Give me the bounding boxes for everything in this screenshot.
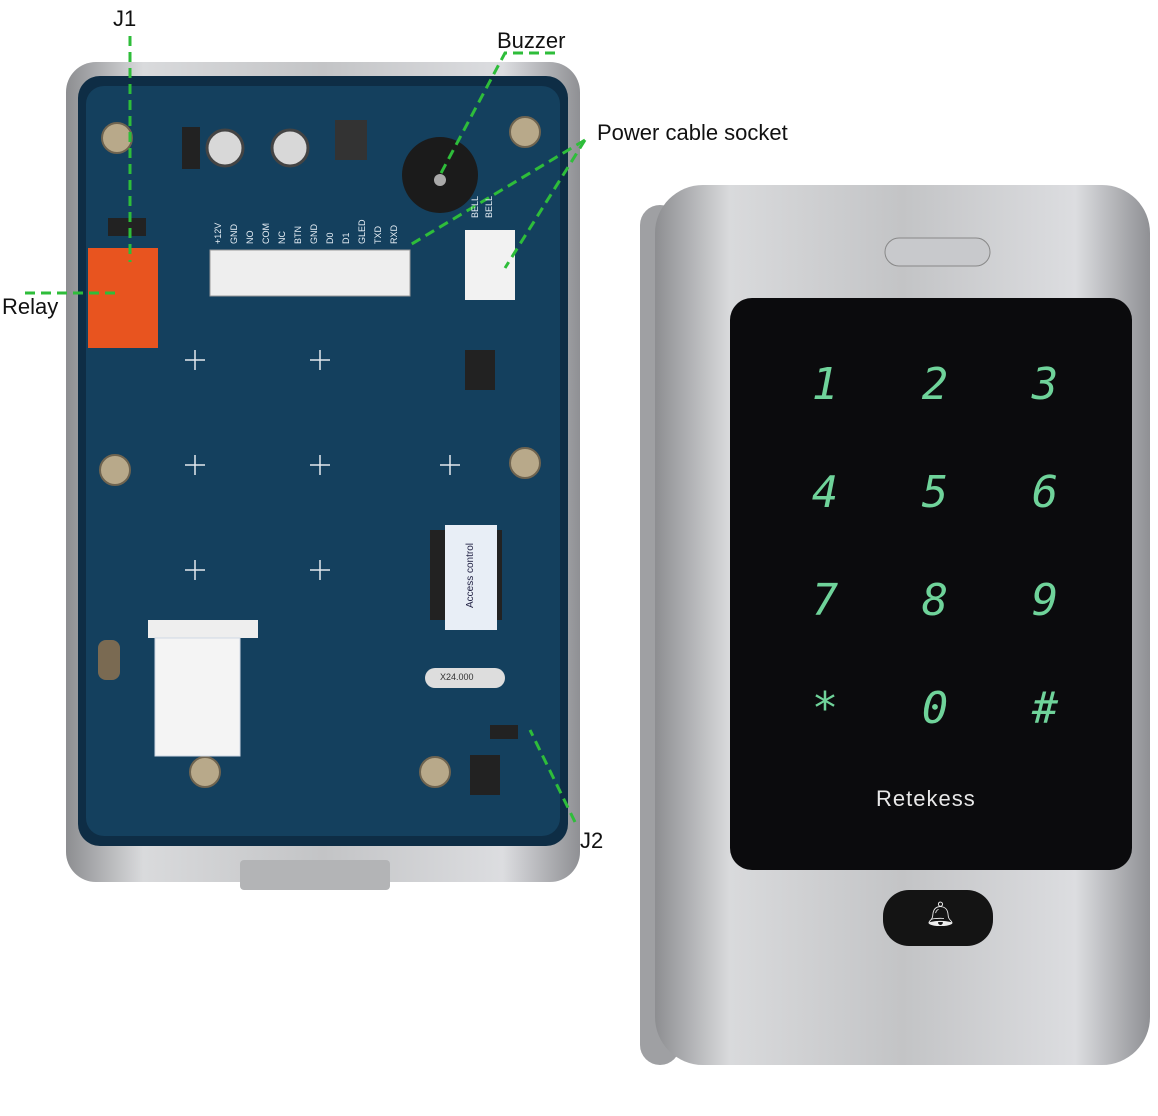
screw-icon bbox=[189, 756, 221, 788]
key-0[interactable]: 0 bbox=[921, 683, 949, 734]
key-5[interactable]: 5 bbox=[921, 467, 949, 518]
callout-j2: J2 bbox=[580, 828, 604, 853]
callout-lines bbox=[25, 36, 587, 823]
bell-icon: 🔔︎ bbox=[925, 901, 956, 928]
key-1[interactable]: 1 bbox=[811, 359, 839, 410]
screw-icon bbox=[99, 454, 131, 486]
pin-label: BELL bbox=[484, 196, 494, 219]
callout-buzzer: Buzzer bbox=[497, 28, 566, 53]
chip-label: Access control bbox=[465, 542, 477, 609]
key-star[interactable]: * bbox=[811, 683, 839, 734]
pin-label: NC bbox=[277, 231, 287, 244]
key-9[interactable]: 9 bbox=[1031, 575, 1059, 626]
crystal-label: X24.000 bbox=[440, 672, 474, 682]
callout-relay: Relay bbox=[2, 294, 59, 319]
pcb-device bbox=[66, 62, 580, 890]
pin-label: GLED bbox=[357, 219, 367, 244]
key-3[interactable]: 3 bbox=[1031, 359, 1059, 410]
key-8[interactable]: 8 bbox=[921, 575, 949, 626]
pin-label: TXD bbox=[373, 226, 383, 244]
key-4[interactable]: 4 bbox=[811, 467, 839, 518]
pin-label: D1 bbox=[341, 232, 351, 244]
screw-icon bbox=[101, 122, 133, 154]
pin-label: COM bbox=[261, 223, 271, 244]
pin-label: +12V bbox=[213, 222, 223, 244]
pin-label: GND bbox=[309, 224, 319, 244]
screw-icon bbox=[509, 447, 541, 479]
screw-icon bbox=[419, 756, 451, 788]
bell-button[interactable]: 🔔︎ bbox=[925, 900, 956, 934]
pin-label: GND bbox=[229, 224, 239, 244]
pin-label: BTN bbox=[293, 226, 303, 244]
pin-label: RXD bbox=[389, 224, 399, 244]
callout-j1: J1 bbox=[113, 6, 137, 31]
keypad-grid: 1 2 3 4 5 6 7 8 9 * 0 # bbox=[770, 345, 1100, 777]
callout-power-cable-socket: Power cable socket bbox=[597, 120, 788, 145]
brand-logo: Retekess bbox=[876, 786, 976, 811]
key-7[interactable]: 7 bbox=[811, 575, 839, 626]
screw-icon bbox=[509, 116, 541, 148]
bell-pin-labels: BELL BELL bbox=[470, 196, 494, 218]
keypad-device bbox=[640, 185, 1150, 1065]
connector-pin-labels: +12V GND NO COM NC BTN GND D0 D1 GLED TXD RXD bbox=[213, 196, 402, 244]
key-2[interactable]: 2 bbox=[921, 359, 949, 410]
key-hash[interactable]: # bbox=[1031, 683, 1059, 734]
pin-label: BELL bbox=[470, 196, 480, 219]
pin-label: D0 bbox=[325, 232, 335, 244]
key-6[interactable]: 6 bbox=[1031, 467, 1059, 518]
pin-label: NO bbox=[245, 230, 255, 245]
